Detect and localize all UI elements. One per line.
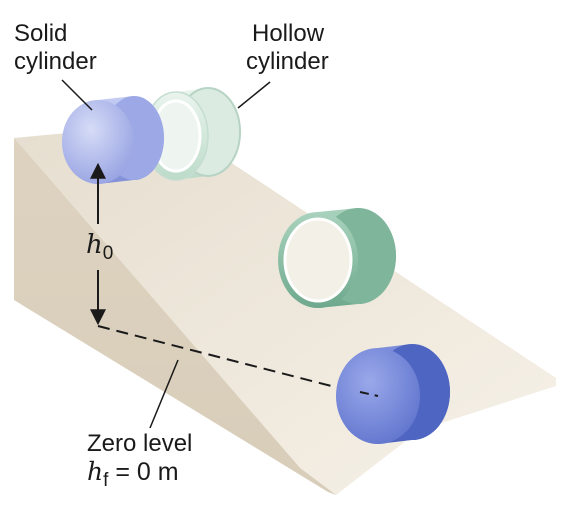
initial-height-label: h0 bbox=[86, 229, 113, 265]
final-height-equation: hf = 0 m bbox=[87, 458, 192, 495]
solid-label-line-2: cylinder bbox=[14, 48, 97, 75]
h0-symbol: h bbox=[86, 230, 103, 260]
zero-level-text: Zero level bbox=[87, 430, 193, 457]
hollow-label-line-1: Hollow bbox=[252, 20, 325, 47]
hollow-cylinder-label: Hollow cylinder bbox=[246, 20, 329, 76]
h0-subscript: 0 bbox=[102, 243, 114, 264]
hf-value: = 0 m bbox=[108, 458, 179, 486]
zero-level-leader bbox=[149, 359, 179, 429]
hollow-cylinder-top bbox=[143, 87, 241, 181]
zero-level-label: Zero level hf = 0 m bbox=[87, 430, 192, 495]
solid-label-leader bbox=[61, 79, 93, 111]
hf-subscript: f bbox=[103, 470, 109, 491]
solid-cylinder-top bbox=[62, 96, 164, 184]
ramp-inclined-surface-shade bbox=[14, 138, 336, 495]
solid-label-line-1: Solid bbox=[14, 20, 68, 47]
solid-cylinder-bottom bbox=[336, 344, 450, 444]
solid-cylinder-label: Solid cylinder bbox=[14, 20, 97, 76]
hollow-label-leader bbox=[237, 81, 271, 109]
hollow-cylinder-middle bbox=[278, 208, 396, 308]
hollow-label-line-2: cylinder bbox=[246, 48, 329, 75]
zero-level-dashed-line bbox=[97, 325, 379, 399]
hf-symbol: h bbox=[87, 457, 104, 486]
